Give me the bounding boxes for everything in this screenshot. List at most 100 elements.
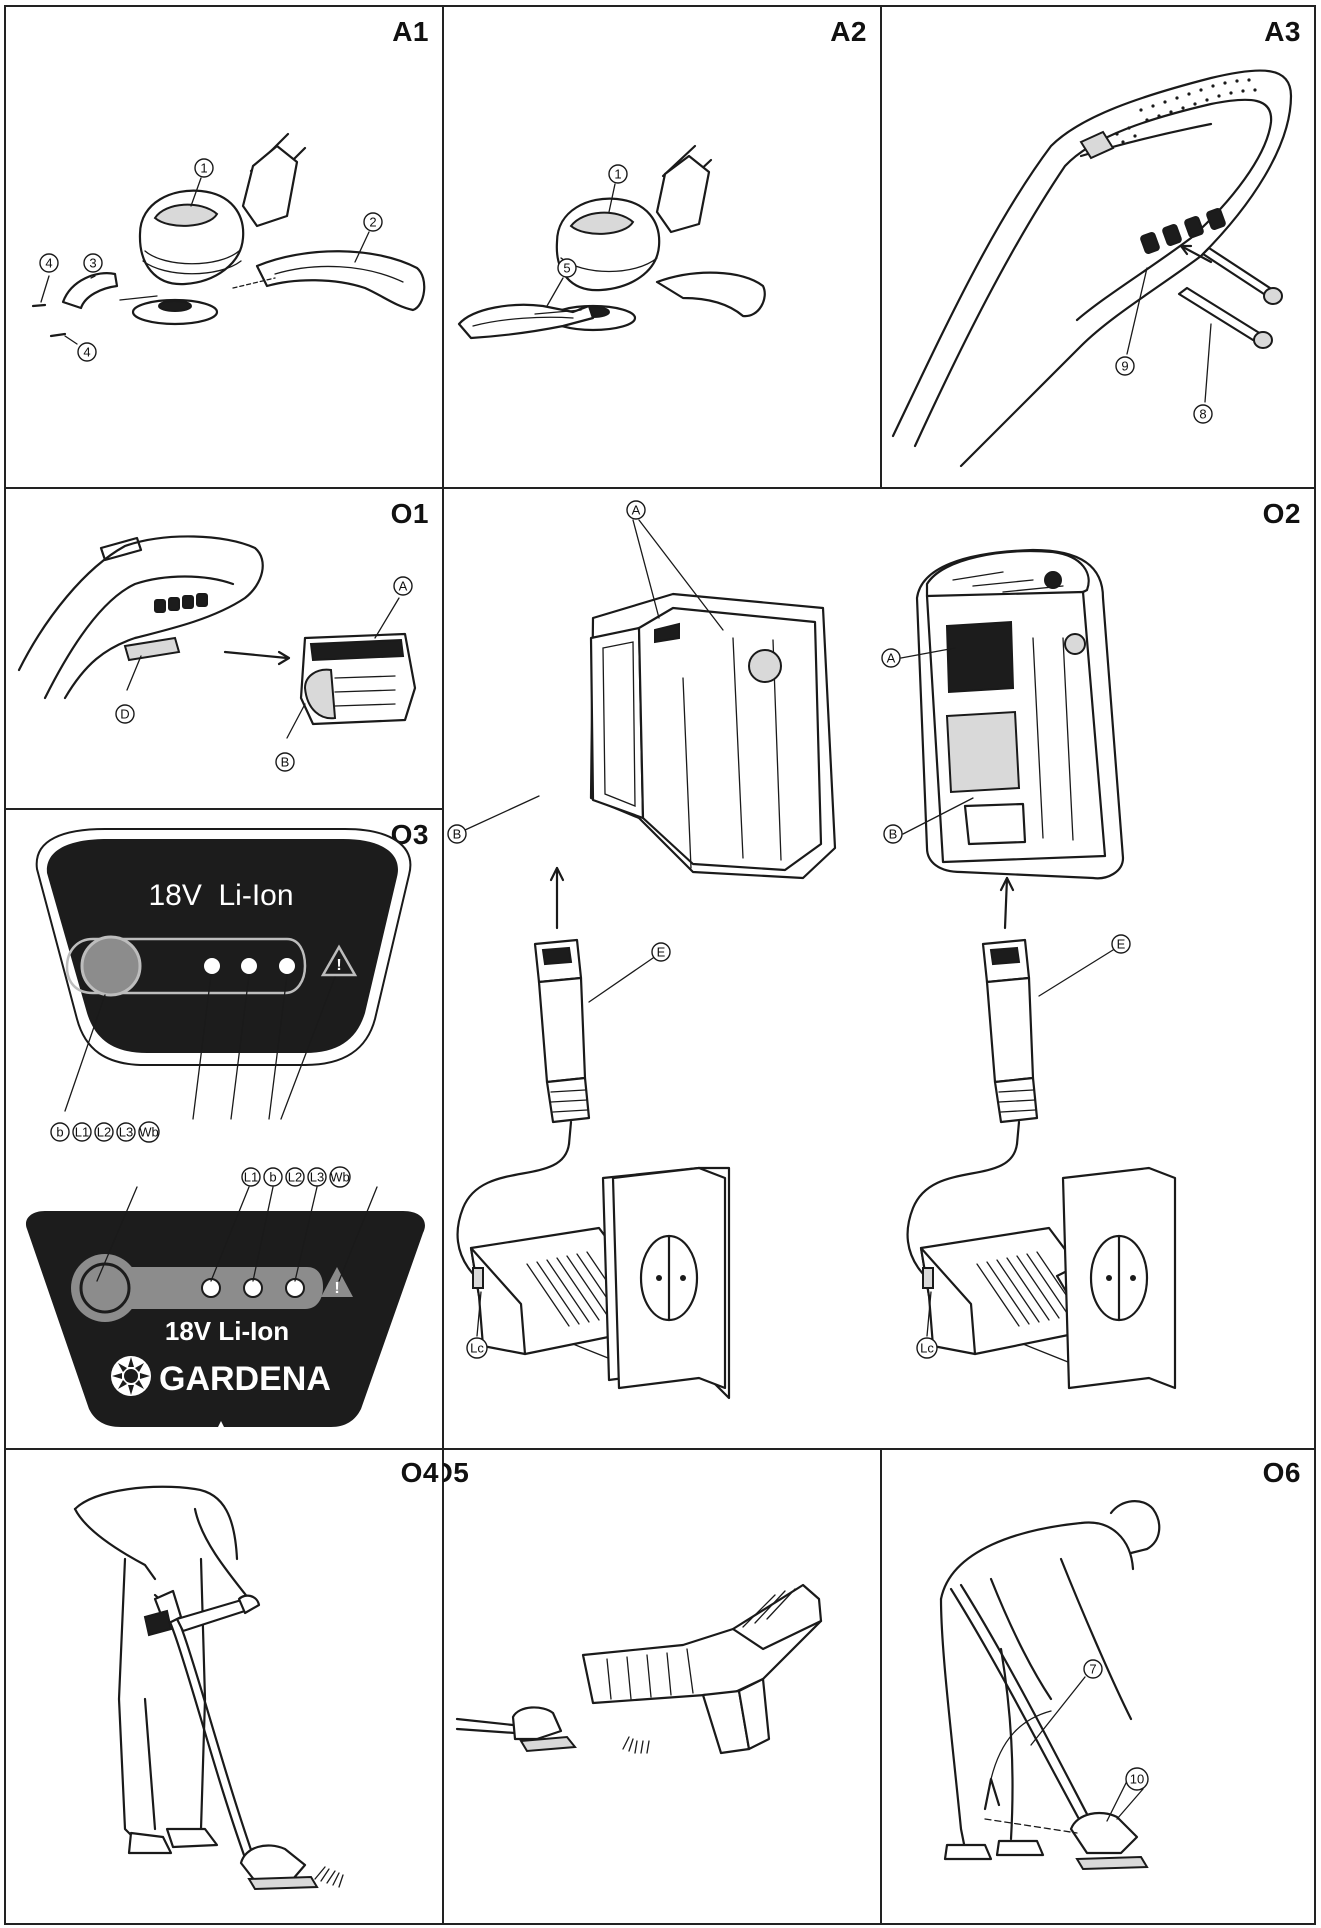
a1-callout-4-bottom: 4 [64,335,97,362]
panel-o6: O6 7 10 [881,1449,1315,1924]
svg-text:E: E [657,945,666,960]
panel-o5: O5 [443,1449,881,1924]
svg-text:A: A [632,503,641,518]
svg-text:L3: L3 [119,1125,133,1140]
svg-text:Wb: Wb [330,1170,350,1185]
svg-text:b: b [56,1125,63,1140]
panel-a2: A2 1 5 [443,6,881,488]
o2-left-callout-e: E [588,942,671,1003]
o2-right-callout-a: A [881,647,956,668]
svg-text:A: A [399,579,408,594]
o3-top-led-l1 [204,958,220,974]
panel-a1-label: A1 [392,16,429,47]
svg-text:7: 7 [1089,1662,1096,1677]
gardena-logo-icon [111,1356,151,1396]
o3-callout-b-bottom: b [263,1167,283,1187]
o3-callout-wb-bottom: Wb [329,1166,351,1188]
svg-text:D: D [120,707,129,722]
panel-o1-label: O1 [390,498,429,529]
o1-illustration: A B D [17,535,417,772]
o3-top-warning-icon [320,944,358,977]
svg-text:B: B [281,755,290,770]
o3-top-voltage-label: 18V Li-Ion [148,879,293,912]
panel-a1: A1 1 2 3 4 [5,6,443,488]
o3-callout-l3: L3 [116,1122,136,1142]
svg-text:L3: L3 [310,1170,324,1185]
o6-callout-7: 7 [1030,1659,1103,1746]
o3-callout-b: b [50,1122,70,1142]
o3-top-warning-glyph: ! [336,957,341,974]
o5-illustration [455,1583,823,1755]
svg-text:1: 1 [614,167,621,182]
panel-o4-label: O4 [400,1457,439,1488]
svg-text:10: 10 [1130,1772,1144,1787]
panel-o5-label: O5 [443,1457,470,1488]
o3-bottom-warning-glyph: ! [334,1280,339,1297]
svg-text:L1: L1 [75,1125,89,1140]
svg-text:L1: L1 [244,1170,258,1185]
svg-text:Wb: Wb [139,1125,159,1140]
a3-illustration: 9 8 [891,69,1293,468]
svg-text:B: B [889,827,898,842]
svg-text:1: 1 [200,161,207,176]
o3-bottom-led-l1 [201,1278,221,1298]
panel-o1: O1 A B D [5,488,443,809]
panel-o2: O2 A B E [443,488,1315,1449]
o2-right-battery [915,548,1125,880]
o3-top-led-l2 [241,958,257,974]
o3-callout-l1-bottom: L1 [241,1167,261,1187]
o3-brand-text: GARDENA [159,1360,331,1398]
a3-callout-8: 8 [1193,323,1213,424]
o3-bottom-voltage-label: 18V Li-Ion [165,1316,289,1346]
svg-text:2: 2 [369,215,376,230]
o1-callout-a: A [374,576,413,639]
a1-callout-2: 2 [354,212,383,263]
svg-text:Lc: Lc [920,1341,934,1356]
panel-a2-label: A2 [830,16,867,47]
svg-text:A: A [887,651,896,666]
a1-callout-4-top: 4 [39,253,59,303]
panel-o4: O4 [5,1449,443,1924]
o2-right-callout-b: B [883,797,974,844]
o3-top-panel-body [46,839,398,1053]
o3-callout-wb: Wb [138,1121,160,1143]
panel-a3-label: A3 [1264,16,1301,47]
svg-text:4: 4 [45,256,52,271]
svg-text:4: 4 [83,345,90,360]
o3-bottom-led-l3 [285,1278,305,1298]
o3-callout-l2-bottom: L2 [285,1167,305,1187]
svg-text:E: E [1117,937,1126,952]
panel-o2-label: O2 [1262,498,1301,529]
svg-text:b: b [269,1170,276,1185]
a2-illustration: 1 5 [457,144,766,340]
svg-text:3: 3 [89,256,96,271]
o6-illustration: 7 10 [939,1500,1161,1871]
o6-callout-10: 10 [1106,1767,1149,1822]
o3-callout-l3-bottom: L3 [307,1167,327,1187]
svg-text:B: B [453,827,462,842]
o2-left-callout-a: A [626,500,724,631]
panel-a3: A3 [881,6,1315,488]
o3-top-led-l3 [279,958,295,974]
a1-callout-1: 1 [190,158,214,207]
o1-callout-d: D [115,655,142,724]
svg-text:8: 8 [1199,407,1206,422]
o4-illustration [73,1485,344,1891]
panel-o6-label: O6 [1262,1457,1301,1488]
a2-callout-1: 1 [608,164,628,213]
a3-callout-9: 9 [1115,267,1148,376]
o3-callout-l1: L1 [72,1122,92,1142]
svg-text:L2: L2 [97,1125,111,1140]
o2-right-callout-lc: Lc [916,1291,938,1359]
svg-text:Lc: Lc [470,1341,484,1356]
a2-callout-5: 5 [546,258,577,307]
o3-top-button [80,935,142,997]
o2-left-battery [589,592,837,880]
svg-text:L2: L2 [288,1170,302,1185]
o2-left-callout-lc: Lc [466,1291,488,1359]
o3-bottom-led-l2 [243,1278,263,1298]
svg-text:9: 9 [1121,359,1128,374]
o1-callout-b: B [275,703,306,772]
